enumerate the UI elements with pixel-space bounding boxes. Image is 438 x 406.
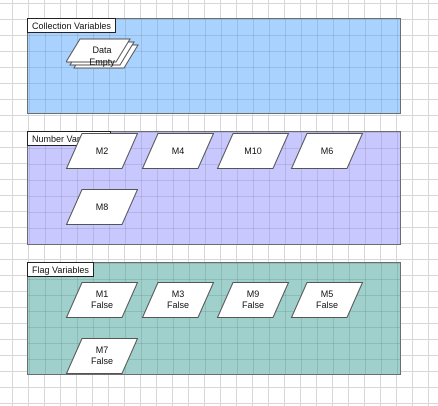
collection-variables-title: Collection Variables <box>27 18 116 33</box>
node-value: False <box>241 300 264 310</box>
node-label: M2 <box>95 145 109 156</box>
number-variable-node[interactable]: M6 <box>290 133 364 169</box>
parallelogram-shape-icon <box>141 133 215 169</box>
parallelogram-shape-icon <box>141 282 215 318</box>
flag-variables-title: Flag Variables <box>27 262 94 277</box>
parallelogram-shape-icon <box>65 338 139 374</box>
node-label: M4 <box>171 145 185 156</box>
parallelogram-shape-icon <box>290 133 364 169</box>
node-label: Data <box>92 45 112 55</box>
parallelogram-shape-icon <box>65 189 139 225</box>
parallelogram-shape-icon <box>290 282 364 318</box>
node-label: M1 <box>95 289 109 299</box>
number-variable-node[interactable]: M2 <box>65 133 139 169</box>
stacked-parallelogram-icon <box>66 38 139 69</box>
node-label: M9 <box>246 289 260 299</box>
flag-variable-node[interactable]: M1 False <box>65 282 139 318</box>
node-label: M3 <box>171 289 185 299</box>
node-value: Empty <box>89 57 115 67</box>
number-variable-node[interactable]: M10 <box>216 133 290 169</box>
node-value: False <box>90 356 113 366</box>
node-value: False <box>90 300 113 310</box>
data-collection-node[interactable]: Data Empty <box>66 38 146 78</box>
number-variable-node[interactable]: M4 <box>141 133 215 169</box>
flag-variable-node[interactable]: M9 False <box>216 282 290 318</box>
number-variable-node[interactable]: M8 <box>65 189 139 225</box>
node-label: M7 <box>95 345 109 355</box>
node-label: M10 <box>244 145 262 156</box>
node-label: M8 <box>95 201 109 212</box>
node-label: M5 <box>320 289 334 299</box>
flag-variable-node[interactable]: M7 False <box>65 338 139 374</box>
parallelogram-shape-icon <box>216 282 290 318</box>
collection-variables-lane <box>27 18 401 114</box>
flag-variable-node[interactable]: M3 False <box>141 282 215 318</box>
node-value: False <box>166 300 189 310</box>
parallelogram-shape-icon <box>216 133 290 169</box>
node-label: M6 <box>320 145 334 156</box>
node-value: False <box>315 300 338 310</box>
parallelogram-shape-icon <box>65 133 139 169</box>
flag-variable-node[interactable]: M5 False <box>290 282 364 318</box>
parallelogram-shape-icon <box>65 282 139 318</box>
